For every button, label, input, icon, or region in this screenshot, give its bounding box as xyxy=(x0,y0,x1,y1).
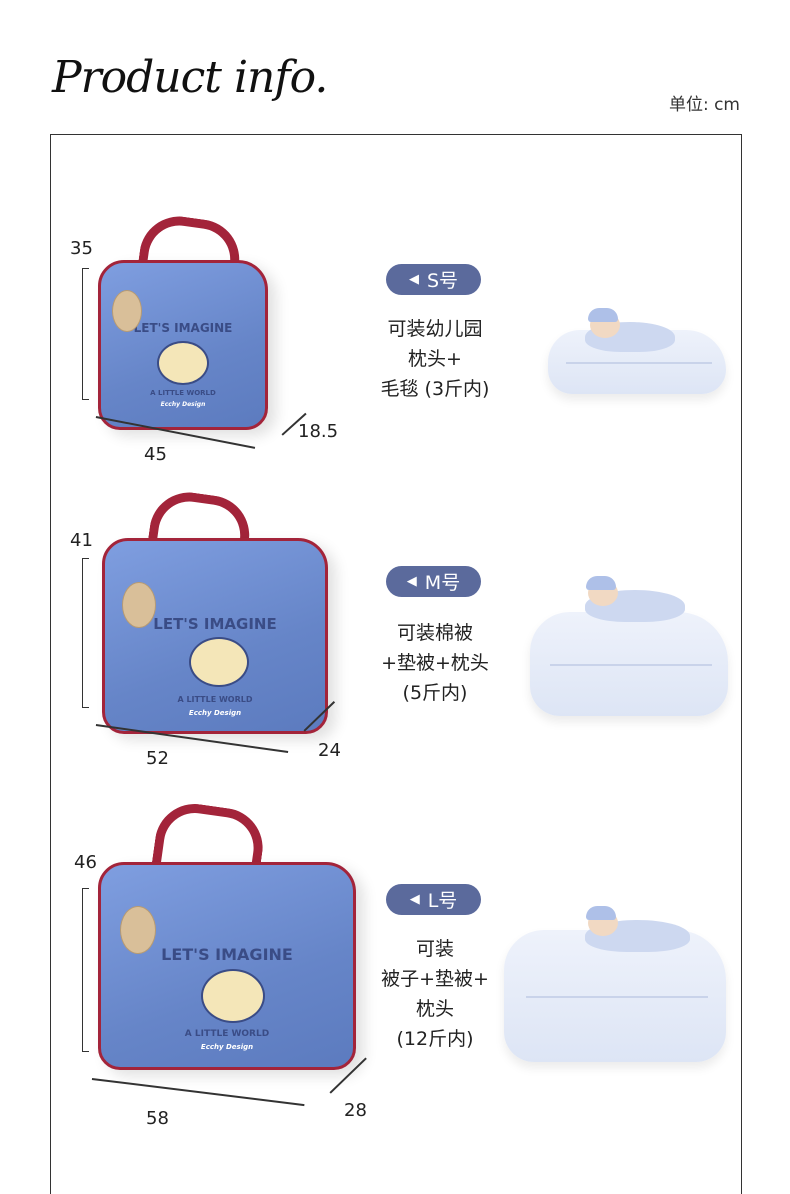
bear-icon xyxy=(189,637,249,687)
width-label: 52 xyxy=(146,748,169,769)
triangle-left-icon: ◀ xyxy=(408,272,419,287)
desc-line: 枕头+ xyxy=(408,348,462,370)
bag-tag xyxy=(112,290,142,332)
bag-signature: Ecchy Design xyxy=(188,709,242,717)
page-title: Product info. xyxy=(52,52,328,103)
bag-subtitle: A LITTLE WORLD xyxy=(150,389,216,397)
width-label: 58 xyxy=(146,1108,169,1129)
depth-label: 28 xyxy=(344,1100,367,1121)
capacity-description: 可装幼儿园 枕头+ 毛毯 (3斤内) xyxy=(360,314,510,404)
desc-line: 可装幼儿园 xyxy=(387,318,483,340)
size-row-m: 41 LET'S IMAGINE A LITTLE WORLD Ecchy De… xyxy=(0,487,790,780)
size-badge: ◀ M号 xyxy=(386,566,481,597)
unit-label: 单位: cm xyxy=(668,95,740,115)
desc-line: +垫被+枕头 xyxy=(381,652,489,674)
bag-subtitle: A LITTLE WORLD xyxy=(184,1029,270,1039)
triangle-left-icon: ◀ xyxy=(406,574,417,589)
height-dimension-line xyxy=(82,558,89,708)
bag-signature: Ecchy Design xyxy=(160,401,206,408)
height-label: 41 xyxy=(70,530,93,551)
folded-quilt-image xyxy=(530,612,728,716)
bag-tag xyxy=(120,906,156,954)
product-frame xyxy=(50,134,742,1194)
size-badge-label: M号 xyxy=(424,572,461,594)
depth-label: 18.5 xyxy=(298,421,339,442)
plush-toy-hat xyxy=(586,576,616,590)
bag-slogan: LET'S IMAGINE xyxy=(153,615,277,633)
desc-line: 毛毯 (3斤内) xyxy=(380,378,490,400)
desc-line: 被子+垫被+ xyxy=(381,968,489,990)
bag-slogan: LET'S IMAGINE xyxy=(161,945,293,964)
desc-line: (12斤内) xyxy=(396,1028,474,1050)
depth-label: 24 xyxy=(318,740,341,761)
height-label: 35 xyxy=(70,238,93,259)
width-label: 45 xyxy=(144,444,167,465)
size-badge-label: S号 xyxy=(426,270,459,292)
bear-icon xyxy=(201,969,265,1023)
size-badge: ◀ S号 xyxy=(386,264,481,295)
desc-line: 可装棉被 xyxy=(396,622,473,644)
desc-line: 可装 xyxy=(415,938,454,960)
capacity-description: 可装棉被 +垫被+枕头 (5斤内) xyxy=(360,618,510,708)
bag-small: LET'S IMAGINE A LITTLE WORLD Ecchy Desig… xyxy=(98,260,268,430)
plush-toy-hat xyxy=(586,906,616,920)
plush-toy-hat xyxy=(588,308,618,322)
size-row-s: 35 LET'S IMAGINE A LITTLE WORLD Ecchy De… xyxy=(0,210,790,500)
bag-slogan: LET'S IMAGINE xyxy=(133,321,233,335)
bag-subtitle: A LITTLE WORLD xyxy=(177,695,253,704)
bag-signature: Ecchy Design xyxy=(200,1043,254,1051)
height-dimension-line xyxy=(82,888,89,1052)
bear-icon xyxy=(157,341,209,385)
capacity-description: 可装 被子+垫被+ 枕头 (12斤内) xyxy=(360,934,510,1054)
desc-line: 枕头 xyxy=(415,998,454,1020)
desc-line: (5斤内) xyxy=(402,682,468,704)
folded-quilt-image xyxy=(504,930,726,1062)
size-badge-label: L号 xyxy=(427,890,458,912)
triangle-left-icon: ◀ xyxy=(409,892,420,907)
height-dimension-line xyxy=(82,268,89,400)
size-row-l: 46 LET'S IMAGINE A LITTLE WORLD Ecchy De… xyxy=(0,798,790,1129)
size-badge: ◀ L号 xyxy=(386,884,481,915)
bag-medium: LET'S IMAGINE A LITTLE WORLD Ecchy Desig… xyxy=(102,538,328,734)
bag-large: LET'S IMAGINE A LITTLE WORLD Ecchy Desig… xyxy=(98,862,356,1070)
bag-tag xyxy=(122,582,156,628)
height-label: 46 xyxy=(74,852,97,873)
